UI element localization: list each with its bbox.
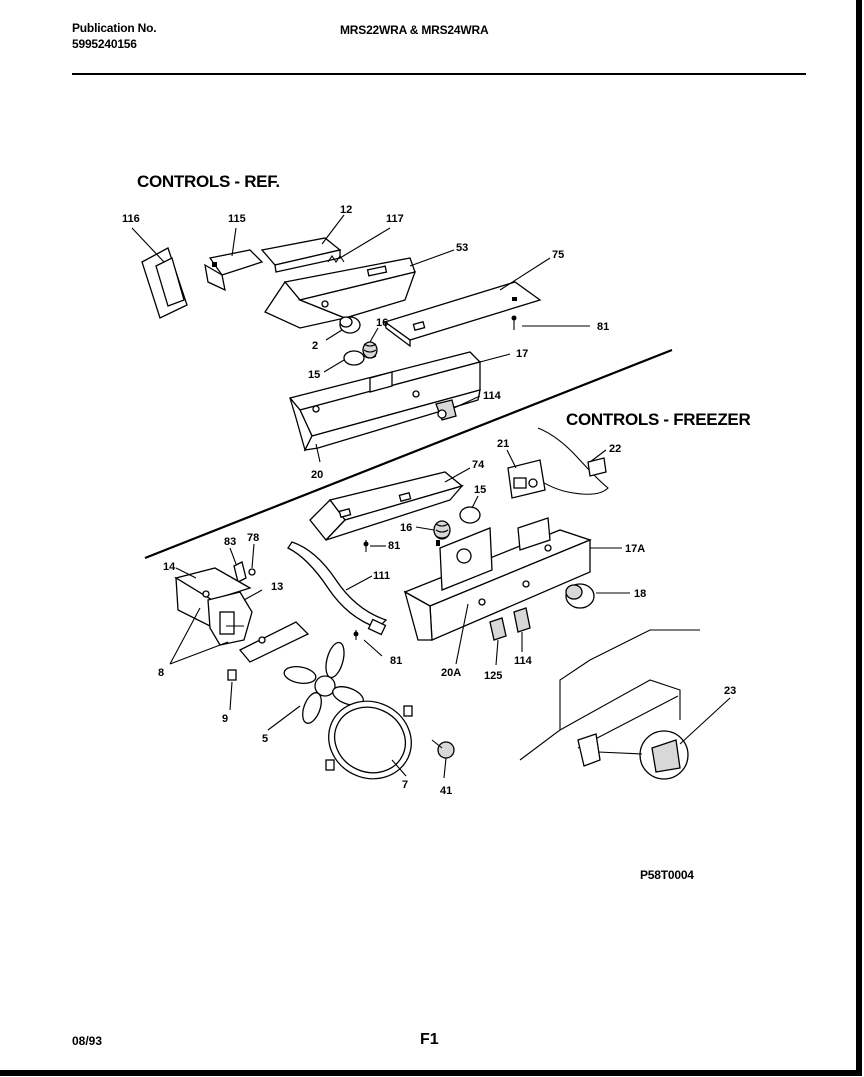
callout-115: 115 [228,213,246,225]
part-18-knob [565,583,630,609]
part-17-control-panel [288,351,511,463]
callout-114-lower: 114 [514,655,533,667]
part-41-screw [431,739,455,779]
callout-12: 12 [340,204,352,216]
callout-81-lower: 81 [390,655,402,667]
callout-15-lower: 15 [474,484,486,496]
part-115-housing [204,227,264,292]
part-83-clip [229,547,247,583]
part-117-spring [327,227,391,263]
part-81-screw-lower [353,630,383,657]
callout-20A: 20A [441,667,461,679]
part-12-switch [260,214,345,273]
part-74-light-cover [309,467,471,541]
callout-16-upper: 16 [376,317,388,329]
part-78-screw [248,543,256,576]
part-16-socket-upper [362,327,379,359]
callout-20: 20 [311,469,323,481]
part-22-cable [527,427,609,495]
callout-2: 2 [312,340,318,352]
callout-13: 13 [271,581,283,593]
model-numbers: MRS22WRA & MRS24WRA [340,23,489,37]
callout-17A: 17A [625,543,645,555]
callout-labels: 116 115 12 117 53 75 81 2 16 15 17 114 2… [122,204,736,797]
part-5-fan-blade [267,641,364,731]
publication-number: 5995240156 [72,37,137,51]
callout-117: 117 [386,213,404,225]
callout-53: 53 [456,242,468,254]
section-title-ref: CONTROLS - REF. [137,172,280,191]
part-15-bulb-upper [323,350,365,373]
callout-81-middle: 81 [388,540,400,552]
callout-18: 18 [634,588,646,600]
callout-22: 22 [609,443,621,455]
callout-16-lower: 16 [400,522,412,534]
part-17A-control-panel [403,517,622,665]
callout-7: 7 [402,779,408,791]
callout-74: 74 [472,459,485,471]
figure-code: P58T0004 [640,868,694,882]
callout-116: 116 [122,213,140,225]
part-21-thermostat [506,449,546,499]
callout-5: 5 [262,733,268,745]
part-13-motor [207,589,263,646]
part-16-socket-lower [415,520,451,540]
part-2-knob [325,316,361,341]
section-title-freezer: CONTROLS - FREEZER [566,410,751,429]
part-81-screw-upper [511,315,590,330]
part-8-motor-bracket [169,607,310,665]
part-23-detail-view [519,629,731,780]
callout-41: 41 [440,785,452,797]
part-14-bracket [174,567,252,630]
section-divider-line [144,348,673,560]
callout-8: 8 [158,667,164,679]
callout-17: 17 [516,348,528,360]
part-81-screw-middle [363,540,386,552]
part-53-control-housing [264,249,455,329]
part-75-light-cover [383,257,551,348]
publication-label: Publication No. [72,21,157,35]
part-7-fan-shroud [325,700,413,780]
part-111-harness [287,541,388,636]
callout-21: 21 [497,438,509,450]
part-116-light-shield [131,227,188,319]
footer-date: 08/93 [72,1034,103,1048]
callout-23: 23 [724,685,736,697]
callout-114-upper: 114 [483,390,502,402]
callout-111: 111 [373,570,390,582]
callout-78: 78 [247,532,259,544]
part-114-thermostat-upper [435,395,481,421]
footer-page: F1 [420,1031,439,1048]
part-15-bulb-lower [459,495,481,524]
header-rule [72,73,806,75]
callout-125: 125 [484,670,502,682]
callout-81-upper: 81 [597,321,609,333]
callout-9: 9 [222,713,228,725]
part-114-thermostat-lower [513,607,531,652]
callout-83: 83 [224,536,236,548]
callout-15-upper: 15 [308,369,320,381]
part-125-thermostat-lower [489,617,507,666]
part-9-mount [227,669,237,711]
callout-14: 14 [163,561,176,573]
callout-75: 75 [552,249,564,261]
